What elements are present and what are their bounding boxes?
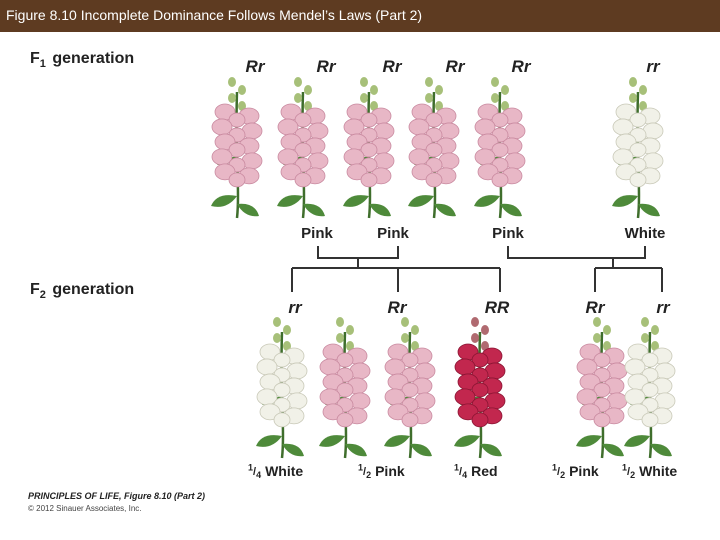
f1-generation-label: F1 generation [30, 50, 135, 70]
f1-genotype-4: Rr [445, 57, 465, 76]
f2-genotype-2: Rr [387, 298, 407, 317]
f1-genotype-2: Rr [316, 57, 336, 76]
figure-title: Figure 8.10 Incomplete Dominance Follows… [6, 7, 423, 23]
f2-genotype-3: RR [484, 298, 510, 317]
f2-plant-5 [576, 317, 628, 459]
f1-genotype-1: Rr [245, 57, 265, 76]
f1-plant-2 [277, 77, 329, 219]
f2-generation-label: F2 generation [30, 281, 135, 301]
f1-plant-5 [474, 77, 526, 219]
f2-genotype-5: rr [656, 298, 670, 317]
f1-phenotype-1: Pink [301, 225, 333, 242]
cross-line-left [317, 246, 399, 259]
f2-drops-right [594, 268, 663, 292]
f2-plant-6 [624, 317, 676, 459]
f2-genotype-4: Rr [585, 298, 605, 317]
f2-plant-4 [454, 317, 506, 459]
f2-plant-3 [384, 317, 436, 459]
cross-line-right [507, 246, 646, 259]
title-bar: Figure 8.10 Incomplete Dominance Follows… [0, 0, 720, 32]
f2-plant-1 [256, 317, 308, 459]
f1-plant-6 [612, 77, 664, 219]
book-credit: PRINCIPLES OF LIFE, Figure 8.10 (Part 2) [28, 491, 206, 501]
cross-lines [291, 246, 663, 292]
f1-phenotype-2: Pink [377, 225, 409, 242]
copyright-notice: © 2012 Sinauer Associates, Inc. [28, 504, 142, 513]
flower-illustrations [211, 77, 676, 459]
f1-genotype-3: Rr [382, 57, 402, 76]
f2-genotype-1: rr [288, 298, 302, 317]
f2-drops-left [291, 268, 501, 292]
f1-genotype-5: Rr [511, 57, 531, 76]
f2-plant-2 [319, 317, 371, 459]
f1-genotype-6: rr [646, 57, 660, 76]
f1-phenotype-4: White [624, 225, 666, 242]
f1-phenotype-3: Pink [492, 225, 524, 242]
f1-plant-4 [408, 77, 460, 219]
f1-plant-1 [211, 77, 263, 219]
f1-plant-3 [343, 77, 395, 219]
